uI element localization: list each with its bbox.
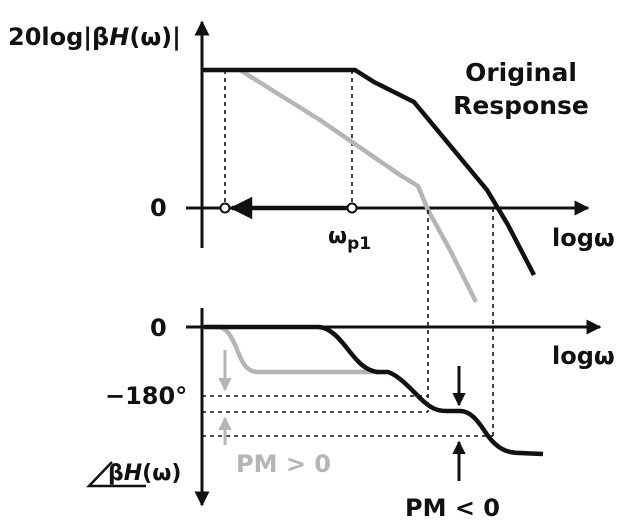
compensated-magnitude-curve [202,67,479,304]
compensated-pole-marker [219,202,231,214]
original-pole-marker [346,202,358,214]
phase-zero-label: 0 [150,314,167,342]
phase-plot: 0 logω −180° βH(ω) PM > 0 PM < 0 [86,308,615,522]
magnitude-y-label: 20log|βH(ω)| [8,23,181,51]
pole-label: ωp1 [328,224,371,254]
phase-180-label: −180° [105,382,187,410]
phase-x-label: logω [552,342,615,370]
compensated-phase-curve [204,324,378,375]
original-magnitude-curve [202,67,536,277]
magnitude-zero-label: 0 [150,194,167,222]
pm-negative-label: PM < 0 [405,494,500,522]
original-phase-curve [204,324,544,457]
pm-positive-label: PM > 0 [236,450,331,478]
angle-symbol-icon [86,461,146,488]
svg-text:βH(ω): βH(ω) [108,461,181,486]
original-response-label-line1: Original [465,58,577,87]
phase-y-label: βH(ω) [86,461,181,488]
magnitude-x-label: logω [552,224,615,252]
magnitude-plot: 20log|βH(ω)| 0 logω ωp1 Original Respons… [8,20,615,304]
original-response-label-line2: Response [453,91,589,120]
